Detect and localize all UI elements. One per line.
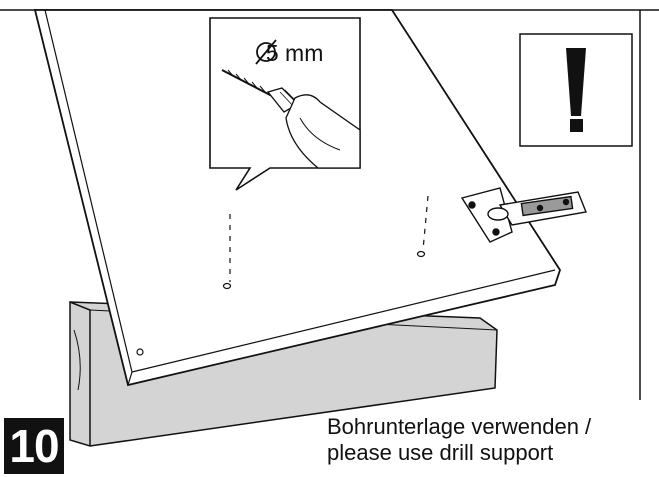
hinge-icon xyxy=(460,187,587,243)
instruction-caption: Bohrunterlage verwenden / please use dri… xyxy=(327,414,657,466)
step-number-badge: 10 xyxy=(4,418,64,474)
diameter-label: ⌀5 mm xyxy=(265,40,324,66)
warning-box xyxy=(519,33,633,147)
exclamation-icon xyxy=(566,48,586,132)
work-panel xyxy=(33,9,561,387)
diameter-icon xyxy=(255,39,277,65)
instruction-line-de: Bohrunterlage verwenden / xyxy=(327,414,592,439)
instruction-line-en: please use drill support xyxy=(327,440,554,465)
drill-hole-markings xyxy=(222,195,429,290)
drill-icon xyxy=(221,69,361,169)
